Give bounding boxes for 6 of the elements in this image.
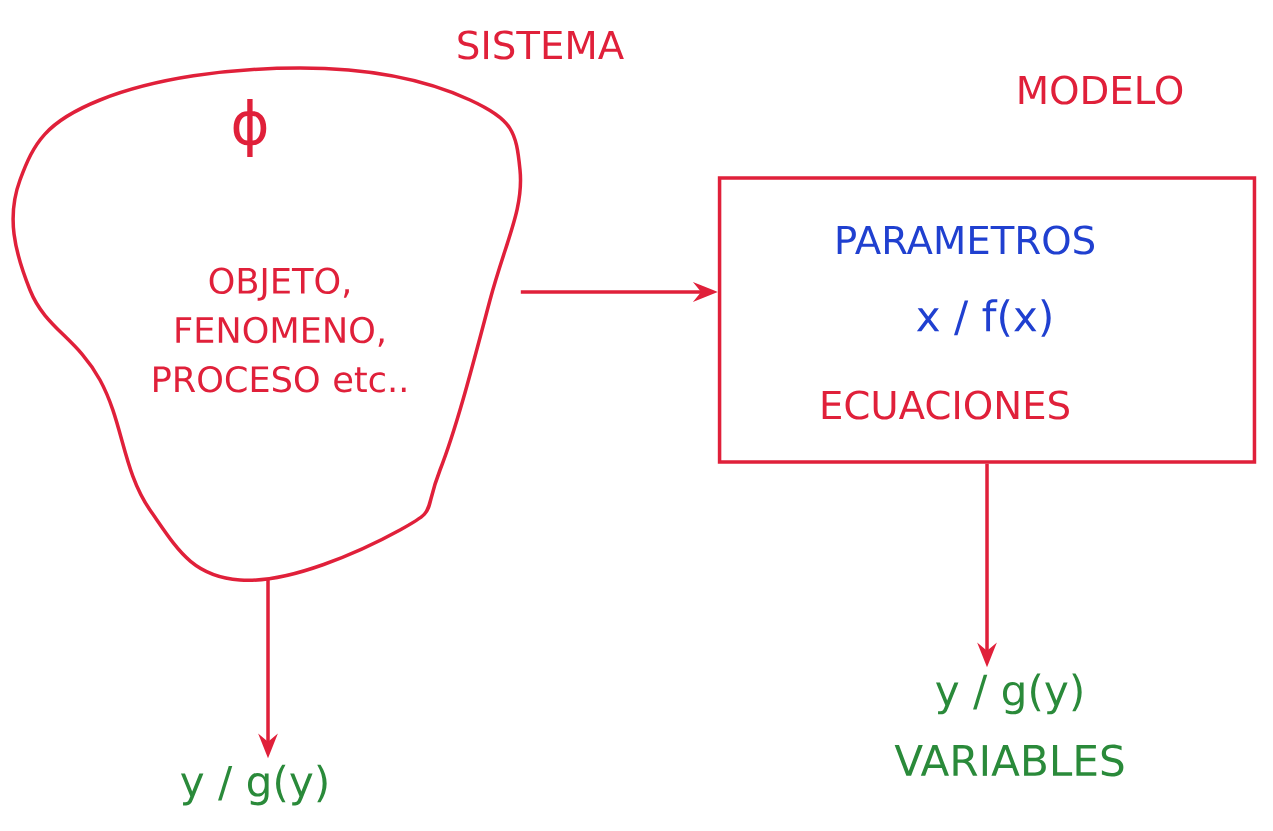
node-label: SISTEMA [458, 30, 624, 60]
model-box: MODELO PARAMETROS x / f(x) ECUACIONES [717, 75, 1257, 464]
output-text: y / g(y) VARIABLES [894, 673, 1124, 777]
system-blob: SISTEMA ϕ OBJETO, FENOMENO, PROCESO etc.. [11, 30, 624, 582]
node-label: MODELO [1019, 75, 1183, 105]
output-text: y / g(y) [181, 764, 327, 806]
